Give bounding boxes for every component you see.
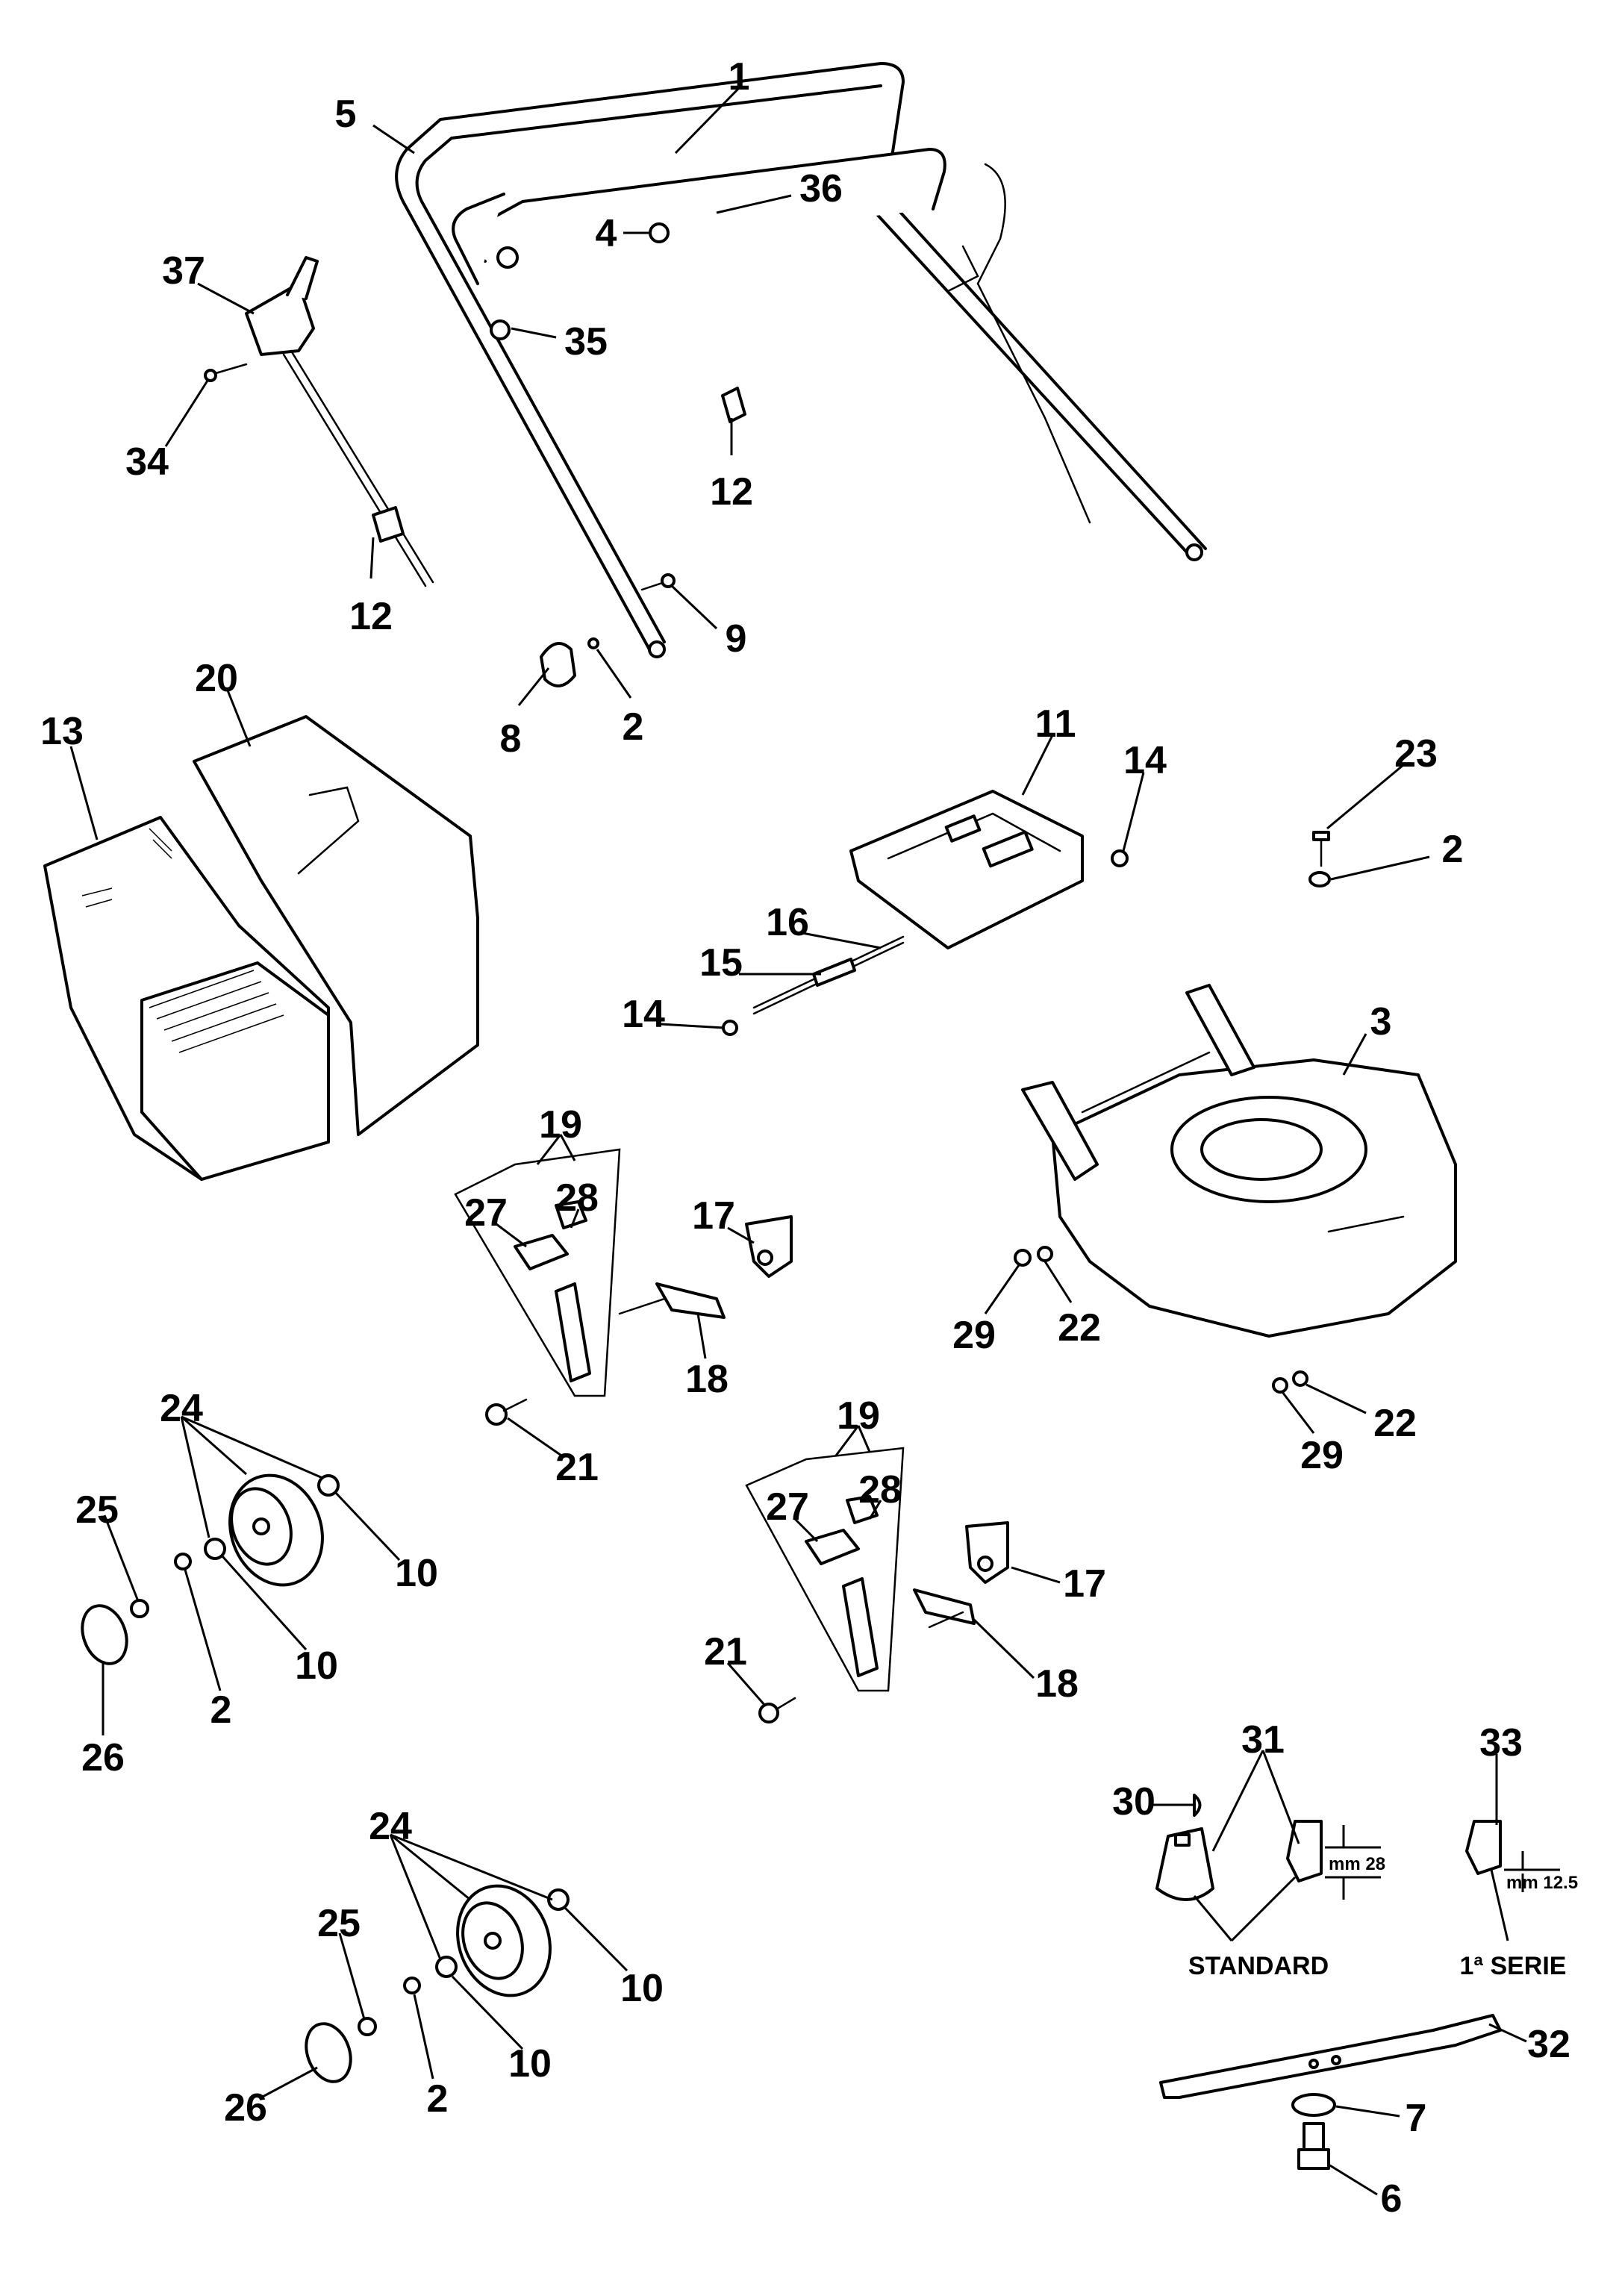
axle-18-a-part xyxy=(618,1282,726,1319)
washer-7-part xyxy=(1291,2093,1336,2117)
callout-10-a2: 10 xyxy=(295,1644,338,1688)
callout-28-b: 28 xyxy=(858,1468,902,1512)
height-adjuster-b-part xyxy=(745,1447,905,1692)
grass-bag-part xyxy=(43,816,330,1181)
blade-adapter-31-part xyxy=(1155,1820,1323,1901)
axle-18-b-part xyxy=(913,1588,976,1629)
callout-8: 8 xyxy=(500,717,522,761)
bolt-6-part xyxy=(1297,2122,1330,2170)
callout-10-b1: 10 xyxy=(620,1967,664,2010)
callout-10-a1: 10 xyxy=(395,1552,438,1595)
callout-35: 35 xyxy=(564,320,608,364)
callout-12-right: 12 xyxy=(710,470,753,514)
rod-spring-part xyxy=(722,935,905,1036)
callout-2-right: 2 xyxy=(1442,828,1464,871)
lever-17-a-part xyxy=(745,1215,793,1278)
callout-36: 36 xyxy=(799,167,843,210)
callout-4: 4 xyxy=(596,212,617,255)
height-adjuster-a-part xyxy=(454,1148,621,1397)
callout-29-b: 29 xyxy=(1300,1434,1344,1477)
callout-23: 23 xyxy=(1394,732,1438,776)
cable-36-part xyxy=(946,163,1091,524)
callout-17-a: 17 xyxy=(692,1194,735,1238)
callout-14-left: 14 xyxy=(622,993,665,1036)
callout-21-b: 21 xyxy=(704,1630,747,1673)
washer-2-top-part xyxy=(587,637,599,649)
bolt-23-part xyxy=(1312,831,1330,867)
key-30-part xyxy=(1193,1794,1202,1817)
wheel-b-part xyxy=(305,1884,570,2083)
lever-17-b-part xyxy=(965,1521,1009,1584)
washer-2-right-part xyxy=(1308,871,1331,887)
callout-32: 32 xyxy=(1527,2023,1570,2066)
callout-31: 31 xyxy=(1241,1718,1285,1762)
handle-upper-part xyxy=(395,62,1207,658)
cable-clip-right-part xyxy=(721,387,746,423)
first-series-label: 1ª SERIE xyxy=(1460,1952,1567,1980)
callout-12-left: 12 xyxy=(349,595,393,638)
callout-37: 37 xyxy=(162,249,205,293)
callout-2-top: 2 xyxy=(623,705,644,749)
callout-27-b: 27 xyxy=(766,1485,809,1529)
callout-24-b: 24 xyxy=(369,1805,412,1848)
callout-10-b2: 10 xyxy=(508,2042,552,2086)
callout-13: 13 xyxy=(40,710,84,753)
callout-3: 3 xyxy=(1370,1000,1392,1044)
callout-27-a: 27 xyxy=(464,1191,508,1235)
rear-flap-part xyxy=(849,790,1084,949)
callout-21-a: 21 xyxy=(555,1446,599,1489)
deck-part xyxy=(1021,984,1457,1338)
blade-adapter-33-part xyxy=(1465,1820,1502,1875)
callout-26-a: 26 xyxy=(81,1736,125,1779)
dimension-first-series: mm 12.5 xyxy=(1506,1873,1578,1893)
callout-22-a: 22 xyxy=(1058,1306,1101,1350)
callout-15: 15 xyxy=(699,941,743,985)
wheel-a-part xyxy=(81,1473,340,1665)
callout-26-b: 26 xyxy=(224,2086,267,2130)
control-bar-part xyxy=(452,148,946,285)
nut-14-right-part xyxy=(1111,849,1129,867)
dimension-standard: mm 28 xyxy=(1329,1854,1385,1874)
small-nuts-part xyxy=(490,222,670,340)
bag-frame-part xyxy=(193,715,479,1136)
callout-34: 34 xyxy=(125,440,169,484)
callout-2-a: 2 xyxy=(210,1688,232,1732)
callout-28-a: 28 xyxy=(555,1176,599,1220)
callout-5: 5 xyxy=(335,93,357,136)
callout-7: 7 xyxy=(1406,2097,1427,2140)
callout-25-a: 25 xyxy=(75,1488,119,1532)
washers-nuts-22-29-part xyxy=(1014,1246,1308,1394)
callout-24-a: 24 xyxy=(160,1387,203,1430)
blade-32-part xyxy=(1159,2014,1502,2099)
callout-19-b: 19 xyxy=(837,1394,880,1438)
callout-22-b: 22 xyxy=(1373,1402,1417,1445)
callout-29-a: 29 xyxy=(952,1314,996,1357)
throttle-lever-part xyxy=(245,256,434,587)
callout-18-b: 18 xyxy=(1035,1662,1079,1706)
callout-2-b: 2 xyxy=(427,2077,449,2121)
callout-16: 16 xyxy=(766,901,809,944)
standard-label: STANDARD xyxy=(1188,1952,1329,1980)
callout-9: 9 xyxy=(726,617,747,661)
screw-21-a-part xyxy=(485,1398,528,1426)
callout-1: 1 xyxy=(729,55,750,99)
bolt-9-part xyxy=(640,573,676,591)
screw-34-part xyxy=(204,363,248,382)
callout-25-b: 25 xyxy=(317,1902,361,1945)
screw-21-b-part xyxy=(758,1697,796,1723)
callout-6: 6 xyxy=(1381,2177,1403,2221)
callout-11: 11 xyxy=(1035,702,1076,746)
callout-labels: 5 1 36 4 35 37 34 12 12 9 8 2 20 13 11 1… xyxy=(40,55,1578,2221)
callout-18-a: 18 xyxy=(685,1358,729,1401)
callout-20: 20 xyxy=(195,657,238,700)
callout-19-a: 19 xyxy=(539,1103,582,1147)
knob-8-part xyxy=(540,642,576,687)
callout-30: 30 xyxy=(1112,1780,1155,1824)
leader-lines xyxy=(69,87,1560,2196)
callout-17-b: 17 xyxy=(1063,1562,1106,1606)
callout-14-right: 14 xyxy=(1123,739,1167,782)
callout-33: 33 xyxy=(1479,1721,1523,1765)
